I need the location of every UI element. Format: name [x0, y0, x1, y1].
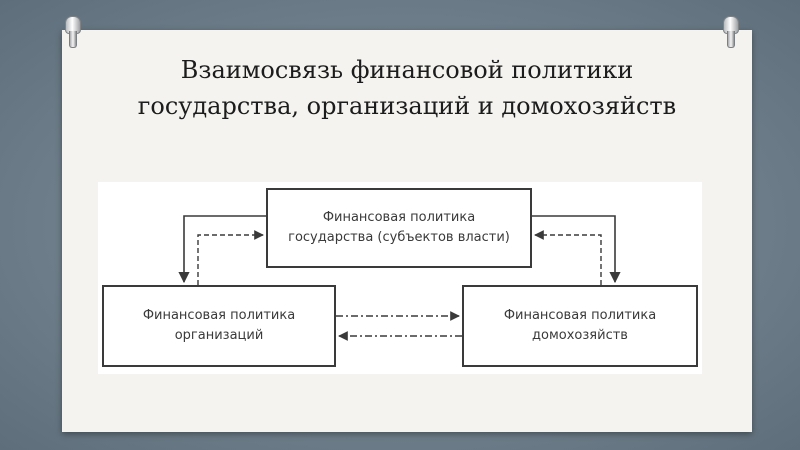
node-government-policy: Финансовая политика государства (субъект…: [266, 188, 532, 268]
push-pin-icon: [720, 16, 740, 50]
node-households-line-1: Финансовая политика: [503, 308, 657, 323]
node-organizations-policy: Финансовая политика организаций: [102, 285, 336, 367]
edge-hh-to-gov-dashed: [534, 230, 602, 285]
diagram-connectors: [178, 215, 621, 341]
slide-title-line-2: государства, организаций и домохозяйств: [137, 92, 677, 120]
node-households-line-2: домохозяйств: [532, 328, 628, 343]
node-organizations-line-1: Финансовая политика: [142, 308, 296, 323]
push-pin-icon: [62, 16, 82, 50]
edge-gov-to-org-solid: [178, 215, 266, 284]
node-government-line-2: государства (субъектов власти): [288, 230, 510, 245]
node-government-line-1: Финансовая политика: [322, 210, 476, 225]
node-organizations-line-2: организаций: [174, 328, 264, 343]
slide-title-line-1: Взаимосвязь финансовой политики: [180, 56, 634, 84]
slide-title: Взаимосвязь финансовой политики государс…: [62, 52, 752, 124]
edge-org-to-gov-dashed: [197, 230, 264, 285]
relationship-diagram: Финансовая политика государства (субъект…: [98, 182, 702, 374]
edge-gov-to-hh-solid: [532, 215, 621, 284]
node-households-policy: Финансовая политика домохозяйств: [462, 285, 698, 367]
